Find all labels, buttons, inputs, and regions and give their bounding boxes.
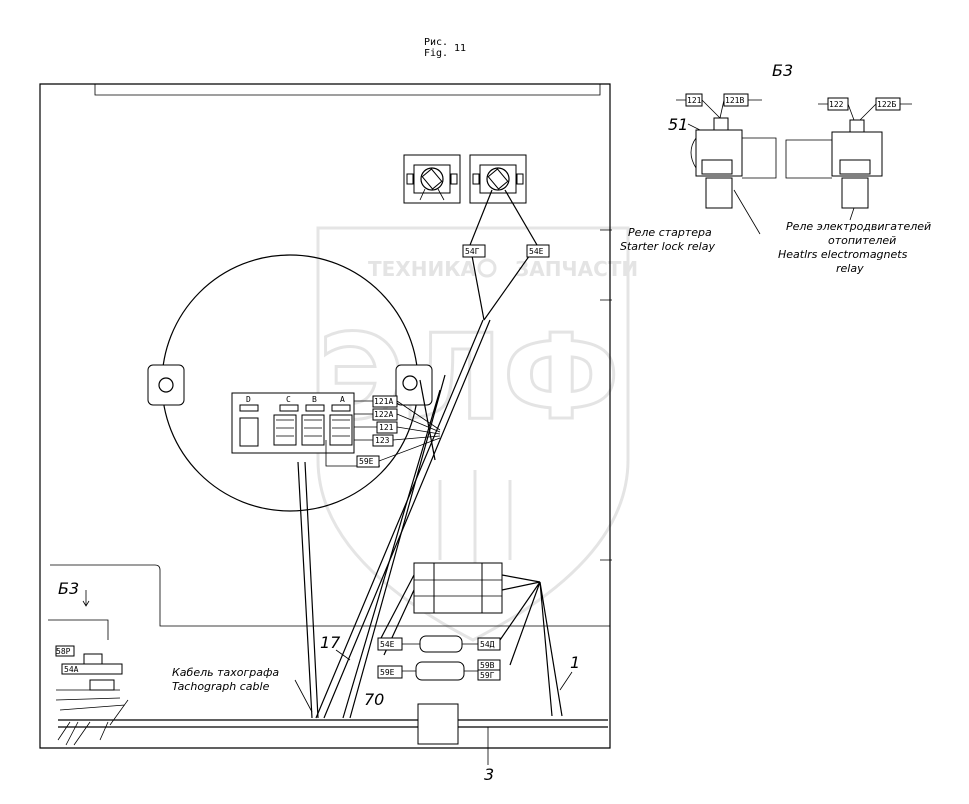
wire-122-top: 122 <box>829 100 844 109</box>
wire-123: 123 <box>375 436 390 445</box>
wire-59E: 59Е <box>359 457 374 466</box>
wire-121A: 121А <box>374 397 393 406</box>
wire-122B: 122Б <box>877 100 896 109</box>
figure-number: 11 <box>454 43 466 54</box>
watermark-text-left: ТЕХНИКА <box>368 257 477 281</box>
connector-col-D: D <box>246 395 251 404</box>
frame-outline <box>39 83 611 749</box>
figure-label-ru: Рис. <box>424 37 448 48</box>
switch-right <box>469 154 527 204</box>
connector-col-A: A <box>340 395 345 404</box>
watermark-text-right: ЗАПЧАСТИ <box>515 257 638 281</box>
harness-17 <box>315 319 491 719</box>
connector-col-C: C <box>286 395 291 404</box>
starter-relay: 121 121В <box>676 93 777 235</box>
wire-54E-low: 54Е <box>380 640 395 649</box>
watermark: ТЕХНИКА ЗАПЧАСТИ ЭЛФ <box>316 226 638 642</box>
callout-1: 1 <box>570 653 580 672</box>
watermark-logo: ЭЛФ <box>318 308 620 446</box>
b3-left-label: Б3 <box>58 579 79 598</box>
relay-51: 51 <box>668 115 688 134</box>
wire-121-top: 121 <box>687 96 702 105</box>
wire-58P: 58Р <box>56 647 71 656</box>
wire-59B: 59В <box>480 661 495 670</box>
tacho-cable-en: Tachograph cable <box>172 680 270 693</box>
heater-relay-en1: Heatlrs electromagnets <box>778 248 908 261</box>
watermark-gear-icon <box>477 258 497 278</box>
starter-relay-en: Starter lock relay <box>620 240 715 253</box>
tacho-cable-ru: Кабель тахографа <box>172 666 279 679</box>
wire-59E-low: 59Е <box>380 668 395 677</box>
wire-121B: 121В <box>725 96 744 105</box>
heater-relay-ru2: отопителей <box>828 234 896 247</box>
wire-54D: 54Д <box>480 640 495 649</box>
lower-shelf <box>50 564 610 627</box>
connector-col-B: B <box>312 395 317 404</box>
figure-label-en: Fig. <box>424 48 448 59</box>
relay-block <box>413 562 503 614</box>
callout-17: 17 <box>320 633 341 652</box>
conduit-3 <box>58 703 608 765</box>
left-terminal-block: 58Р 54А <box>55 645 129 746</box>
heater-relay-ru1: Реле электродвигателей <box>786 220 931 233</box>
b3-top-label: Б3 <box>772 61 793 80</box>
wire-54G: 54Г <box>465 247 480 256</box>
wire-121: 121 <box>379 423 394 432</box>
wire-54E-top: 54Е <box>529 247 544 256</box>
heater-relay: 122 122Б <box>785 97 912 209</box>
callout-3: 3 <box>484 765 494 784</box>
wire-54A: 54А <box>64 665 79 674</box>
wire-59G: 59Г <box>480 671 495 680</box>
switch-left <box>403 154 461 204</box>
wire-122A: 122А <box>374 410 393 419</box>
tachograph-connector: D C B A <box>231 392 380 467</box>
heater-relay-en2: relay <box>836 262 864 275</box>
starter-relay-ru: Реле стартера <box>628 226 712 239</box>
callout-70: 70 <box>364 690 384 709</box>
